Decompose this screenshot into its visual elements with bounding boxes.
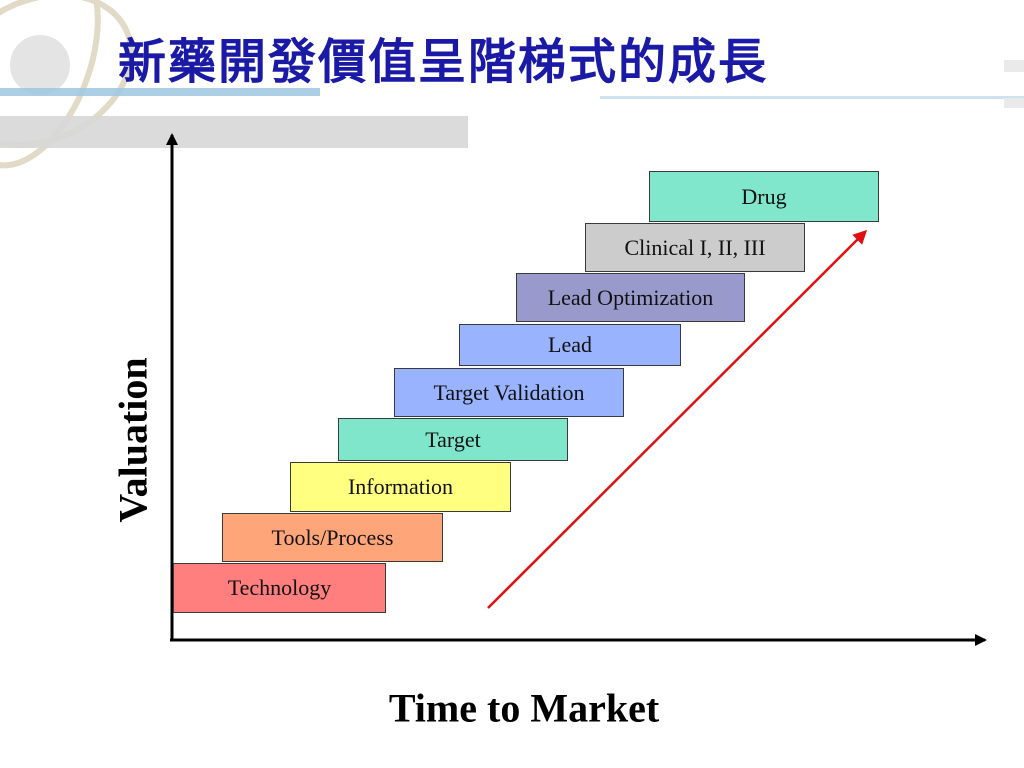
step-information: Information	[290, 462, 511, 512]
step-technology: Technology	[173, 563, 386, 613]
step-lead-optimization: Lead Optimization	[516, 273, 745, 322]
y-axis-label: Valuation	[110, 357, 156, 523]
page-title: 新藥開發價值呈階梯式的成長	[118, 34, 769, 90]
step-clinical: Clinical I, II, III	[585, 223, 805, 272]
step-tools-process: Tools/Process	[222, 513, 443, 562]
x-axis-label: Time to Market	[388, 685, 660, 731]
step-drug: Drug	[649, 171, 879, 222]
step-target: Target	[338, 418, 568, 461]
step-target-validation: Target Validation	[394, 368, 624, 417]
step-lead: Lead	[459, 324, 681, 366]
growth-arrow	[487, 229, 868, 609]
